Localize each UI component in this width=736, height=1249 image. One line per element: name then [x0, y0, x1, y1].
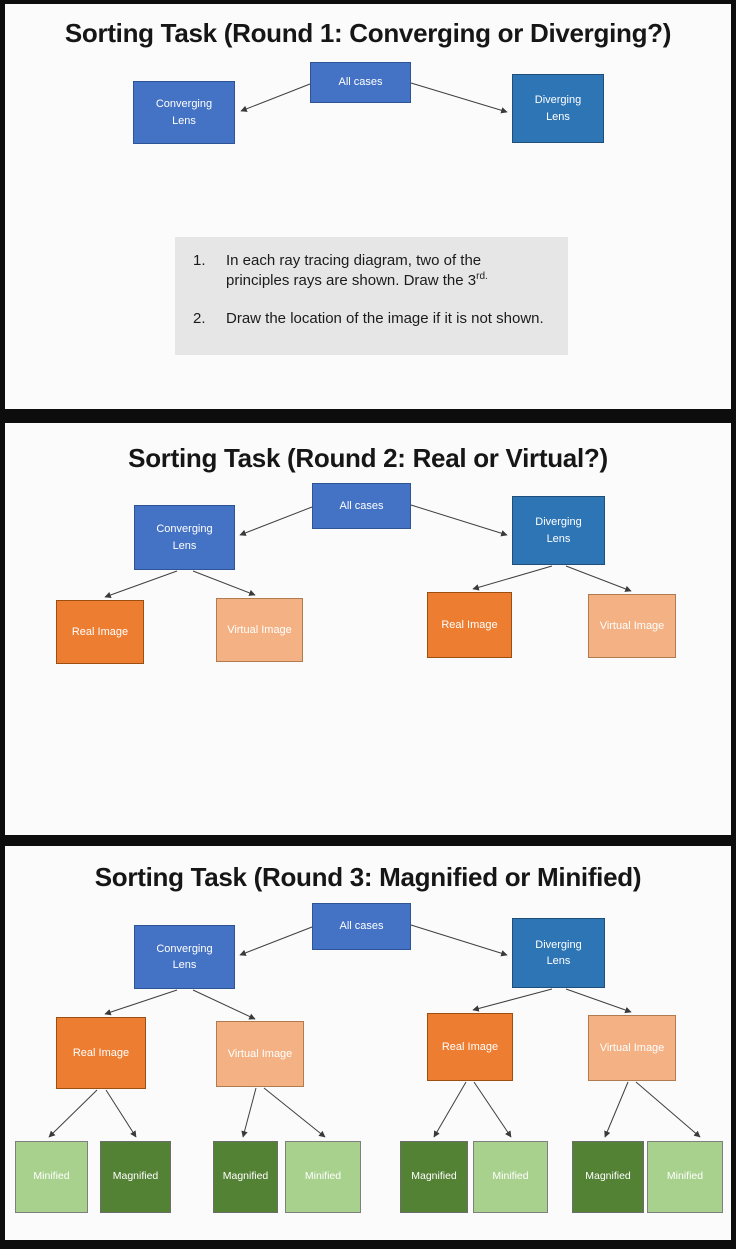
node-diverging-lens: Diverging Lens — [512, 918, 605, 988]
instruction-item: 2. Draw the location of the image if it … — [193, 309, 546, 329]
slide-round-1: Sorting Task (Round 1: Converging or Div… — [5, 4, 731, 409]
leaf-div-virtual-magnified: Magnified — [572, 1141, 644, 1213]
leaf-div-virtual-minified: Minified — [647, 1141, 723, 1213]
instruction-text: Draw the location of the image if it is … — [226, 309, 544, 327]
leaf-conv-real-minified: Minified — [15, 1141, 88, 1213]
node-diverging-real-image: Real Image — [427, 1013, 513, 1081]
node-converging-real-image: Real Image — [56, 600, 144, 664]
instruction-item: 1. In each ray tracing diagram, two of t… — [193, 251, 546, 292]
leaf-div-real-minified: Minified — [473, 1141, 548, 1213]
node-all-cases: All cases — [310, 62, 411, 103]
node-converging-lens: Converging Lens — [134, 925, 235, 989]
instruction-text-body: In each ray tracing diagram, two of the … — [226, 252, 482, 290]
leaf-conv-real-magnified: Magnified — [100, 1141, 171, 1213]
node-all-cases: All cases — [312, 903, 411, 950]
leaf-conv-virtual-minified: Minified — [285, 1141, 361, 1213]
node-diverging-virtual-image: Virtual Image — [588, 1015, 676, 1081]
node-diverging-lens: Diverging Lens — [512, 74, 604, 143]
node-all-cases: All cases — [312, 483, 411, 529]
leaf-conv-virtual-magnified: Magnified — [213, 1141, 278, 1213]
slide-3-title: Sorting Task (Round 3: Magnified or Mini… — [94, 862, 642, 892]
slide-round-2: Sorting Task (Round 2: Real or Virtual?)… — [5, 423, 731, 835]
node-converging-lens: Converging Lens — [134, 505, 235, 570]
slide-round-3: Sorting Task (Round 3: Magnified or Mini… — [5, 846, 731, 1240]
instruction-number: 2. — [193, 309, 206, 327]
node-diverging-real-image: Real Image — [427, 592, 512, 658]
slide-1-title: Sorting Task (Round 1: Converging or Div… — [64, 18, 672, 48]
node-converging-virtual-image: Virtual Image — [216, 1021, 304, 1087]
node-converging-lens: Converging Lens — [133, 81, 235, 144]
node-converging-real-image: Real Image — [56, 1017, 146, 1089]
slide-2-title: Sorting Task (Round 2: Real or Virtual?) — [128, 443, 608, 473]
node-diverging-lens: Diverging Lens — [512, 496, 605, 565]
instructions-panel: 1. In each ray tracing diagram, two of t… — [175, 237, 568, 355]
node-diverging-virtual-image: Virtual Image — [588, 594, 676, 658]
instruction-superscript: rd. — [476, 271, 488, 283]
instruction-text: In each ray tracing diagram, two of the … — [226, 251, 546, 292]
node-converging-virtual-image: Virtual Image — [216, 598, 303, 662]
leaf-div-real-magnified: Magnified — [400, 1141, 468, 1213]
instruction-number: 1. — [193, 252, 206, 269]
